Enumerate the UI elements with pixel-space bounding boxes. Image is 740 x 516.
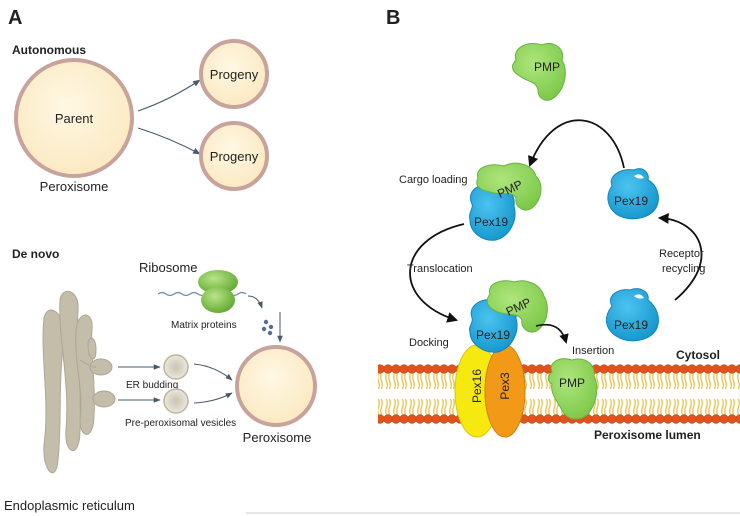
fusion-arrow-1 [193, 363, 233, 381]
pex19-docked-label: Pex19 [476, 328, 510, 342]
endoplasmic-reticulum-shape [42, 290, 116, 474]
pex3-label: Pex3 [498, 372, 512, 400]
recycling-arrow [657, 213, 703, 301]
matrix-proteins-label: Matrix proteins [171, 320, 237, 331]
insertion-arrow [535, 323, 569, 344]
pre-peroxisomal-vesicle-1 [163, 354, 189, 380]
pex19-cargo-label: Pex19 [474, 215, 508, 229]
pex19-free-label: Pex19 [614, 194, 648, 208]
parent-label: Parent [55, 111, 94, 126]
progeny-label-2: Progeny [210, 149, 259, 164]
panel-a-label: A [8, 7, 22, 29]
pex19-free-protein [607, 168, 659, 220]
receptor-recycling-label-1: Receptor [659, 248, 704, 260]
parent-caption: Peroxisome [40, 179, 109, 194]
pex19-docked-complex [469, 280, 548, 353]
pmp-inserted-label: PMP [559, 376, 585, 390]
division-arrow-2 [137, 127, 201, 155]
progeny-peroxisome-2 [199, 121, 269, 191]
insertion-label: Insertion [572, 345, 614, 357]
progeny-peroxisome-1 [199, 39, 269, 109]
pre-peroxisomal-vesicles-label: Pre-peroxisomal vesicles [125, 418, 236, 429]
division-arrow-1 [137, 79, 201, 112]
de-novo-peroxisome-label: Peroxisome [243, 430, 312, 445]
cycle-arrow-binding [528, 119, 625, 169]
er-budding-label: ER budding [126, 380, 178, 391]
cargo-loading-label: Cargo loading [399, 174, 468, 186]
pmp-free-label: PMP [534, 60, 560, 74]
progeny-label-1: Progeny [210, 67, 259, 82]
fusion-arrow-2 [193, 392, 233, 404]
parent-peroxisome [14, 58, 134, 178]
translocation-label: Translocation [407, 263, 473, 275]
de-novo-heading: De novo [12, 247, 59, 261]
ribosome-arrow [247, 295, 263, 309]
panel-b-label: B [386, 7, 400, 29]
translocation-arrow [409, 223, 465, 323]
matrix-protein-dots [261, 319, 274, 336]
pmp-inserted-protein [547, 358, 598, 420]
pex19-cargo-complex [469, 162, 542, 241]
de-novo-peroxisome [235, 345, 317, 427]
cytosol-label: Cytosol [676, 348, 720, 362]
pre-peroxisomal-vesicle-2 [163, 388, 189, 414]
ribosome-label: Ribosome [139, 260, 198, 275]
receptor-recycling-label-2: recycling [662, 263, 705, 275]
endoplasmic-reticulum-label: Endoplasmic reticulum [4, 498, 135, 513]
pex16-label: Pex16 [470, 369, 484, 403]
autonomous-heading: Autonomous [12, 43, 86, 57]
pex19-released-protein [606, 288, 659, 342]
pmp-free-protein [512, 43, 566, 101]
ribosome-icon [198, 270, 238, 313]
docking-label: Docking [409, 337, 449, 349]
pex19-released-label: Pex19 [614, 318, 648, 332]
peroxisome-lumen-label: Peroxisome lumen [594, 428, 701, 442]
